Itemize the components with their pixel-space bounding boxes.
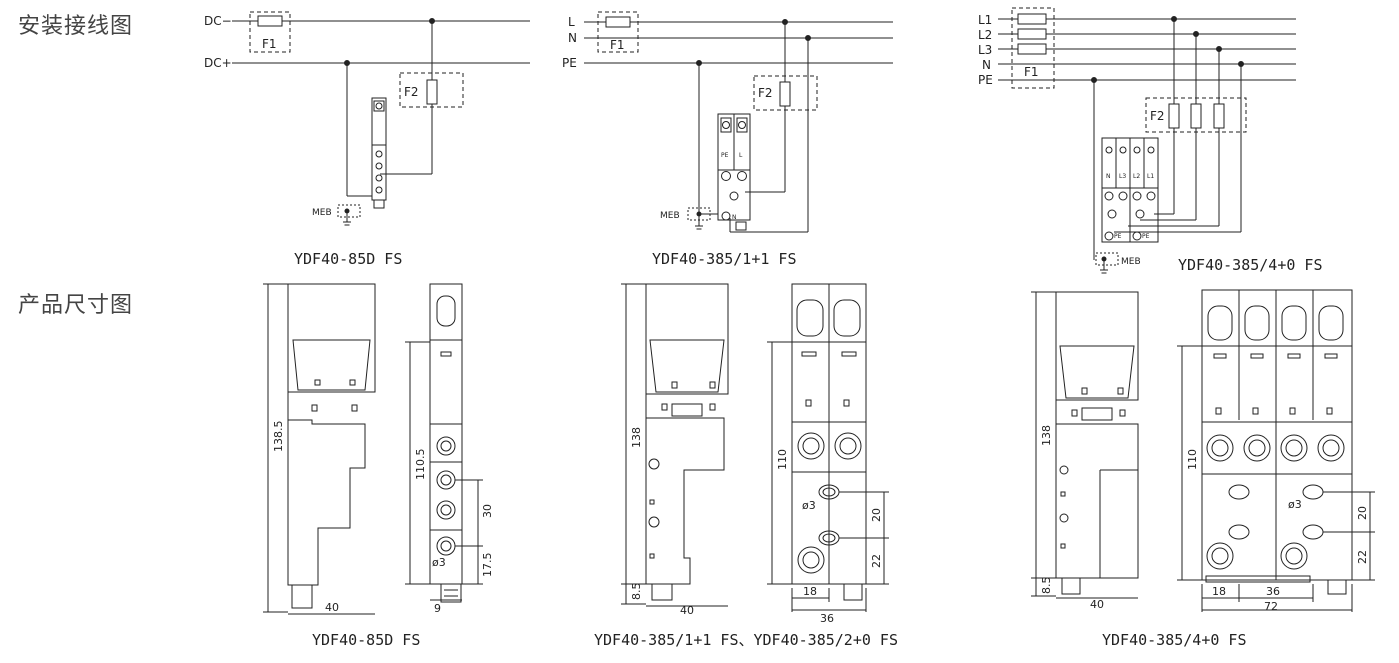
term-pe-2: PE xyxy=(1142,233,1150,240)
wiring-diagram-single-phase: L N PE F1 F2 PE L N MEB xyxy=(562,11,893,268)
dim-18: 18 xyxy=(1212,585,1226,598)
dim-22: 22 xyxy=(1356,550,1369,564)
l2-label: L2 xyxy=(978,28,992,42)
meb-label: MEB xyxy=(660,211,680,221)
dim-model-label-2: YDF40-385/1+1 FS、YDF40-385/2+0 FS xyxy=(594,631,898,649)
dim-height-2: 110 xyxy=(776,449,789,470)
f1-label: F1 xyxy=(1024,65,1039,79)
n-label: N xyxy=(568,31,577,45)
l1-label: L1 xyxy=(978,13,992,27)
l-label: L xyxy=(568,15,575,29)
term-n: N xyxy=(1106,173,1111,180)
dim-72: 72 xyxy=(1264,600,1278,613)
fuse-f1 xyxy=(257,15,283,27)
dim-8-5: 8.5 xyxy=(630,583,643,601)
dim-20: 20 xyxy=(1356,506,1369,520)
pe-label: PE xyxy=(978,73,993,87)
dim-36: 36 xyxy=(820,612,834,625)
dim-width: 40 xyxy=(1090,598,1104,611)
fuse-f2 xyxy=(779,81,791,107)
dim-20: 20 xyxy=(870,508,883,522)
dim-width: 40 xyxy=(325,601,339,614)
dim-phi: ø3 xyxy=(1288,498,1302,511)
dim-height: 138.5 xyxy=(272,421,285,453)
spd-device xyxy=(371,97,387,201)
dimension-drawing-2: 138 8.5 40 ø3 110 20 22 18 36 YDF40-385/… xyxy=(594,283,898,649)
dim-phi: ø3 xyxy=(432,556,446,569)
f2-label: F2 xyxy=(758,86,773,100)
n-label: N xyxy=(982,58,991,72)
dc-neg-label: DC− xyxy=(204,14,232,28)
f1-label: F1 xyxy=(610,38,625,52)
term-n: N xyxy=(732,214,737,221)
dim-width: 40 xyxy=(680,604,694,617)
term-l3: L3 xyxy=(1119,173,1126,180)
dim-36: 36 xyxy=(1266,585,1280,598)
meb-label: MEB xyxy=(1121,257,1141,267)
dimension-drawing-3: 138 8.5 40 ø3 110 20 22 xyxy=(1031,289,1375,649)
term-l1: L1 xyxy=(1147,173,1154,180)
dim-height: 138 xyxy=(1040,425,1053,446)
dim-height-2: 110.5 xyxy=(414,449,427,481)
dim-height-2: 110 xyxy=(1186,449,1199,470)
dim-9: 9 xyxy=(434,602,441,615)
dimension-drawing-1: 138.5 40 110.5 30 17.5 ø3 9 YDF40-85D FS xyxy=(263,283,494,649)
dim-17-5: 17.5 xyxy=(481,553,494,578)
wiring-section-title: 安装接线图 xyxy=(18,14,134,39)
dim-height: 138 xyxy=(630,427,643,448)
term-l: L xyxy=(739,152,743,159)
model-label-3: YDF40-385/4+0 FS xyxy=(1178,256,1323,274)
dim-model-label-1: YDF40-85D FS xyxy=(312,631,420,649)
term-l2: L2 xyxy=(1133,173,1140,180)
dim-30: 30 xyxy=(481,504,494,518)
fuse-f1 xyxy=(605,16,631,28)
term-pe: PE xyxy=(721,152,729,159)
meb-label: MEB xyxy=(312,208,332,218)
dim-18: 18 xyxy=(803,585,817,598)
dim-model-label-3: YDF40-385/4+0 FS xyxy=(1102,631,1247,649)
dimension-section-title: 产品尺寸图 xyxy=(18,293,134,318)
fuse-f2 xyxy=(426,79,438,105)
l3-label: L3 xyxy=(978,43,992,57)
dim-phi: ø3 xyxy=(802,499,816,512)
dim-8-5: 8.5 xyxy=(1040,577,1053,595)
model-label-2: YDF40-385/1+1 FS xyxy=(652,250,797,268)
wiring-diagram-three-phase: L1 L2 L3 N PE F1 F2 xyxy=(978,7,1323,274)
f2-label: F2 xyxy=(404,85,419,99)
model-label-1: YDF40-85D FS xyxy=(294,250,402,268)
pe-label: PE xyxy=(562,56,577,70)
wiring-diagram-dc: DC− DC+ F1 F2 MEB YDF40-85D FS xyxy=(204,11,530,268)
f1-box xyxy=(249,11,291,53)
dim-22: 22 xyxy=(870,554,883,568)
dc-pos-label: DC+ xyxy=(204,56,232,70)
term-pe-1: PE xyxy=(1114,233,1122,240)
f2-label: F2 xyxy=(1150,109,1165,123)
f1-label: F1 xyxy=(262,37,277,51)
